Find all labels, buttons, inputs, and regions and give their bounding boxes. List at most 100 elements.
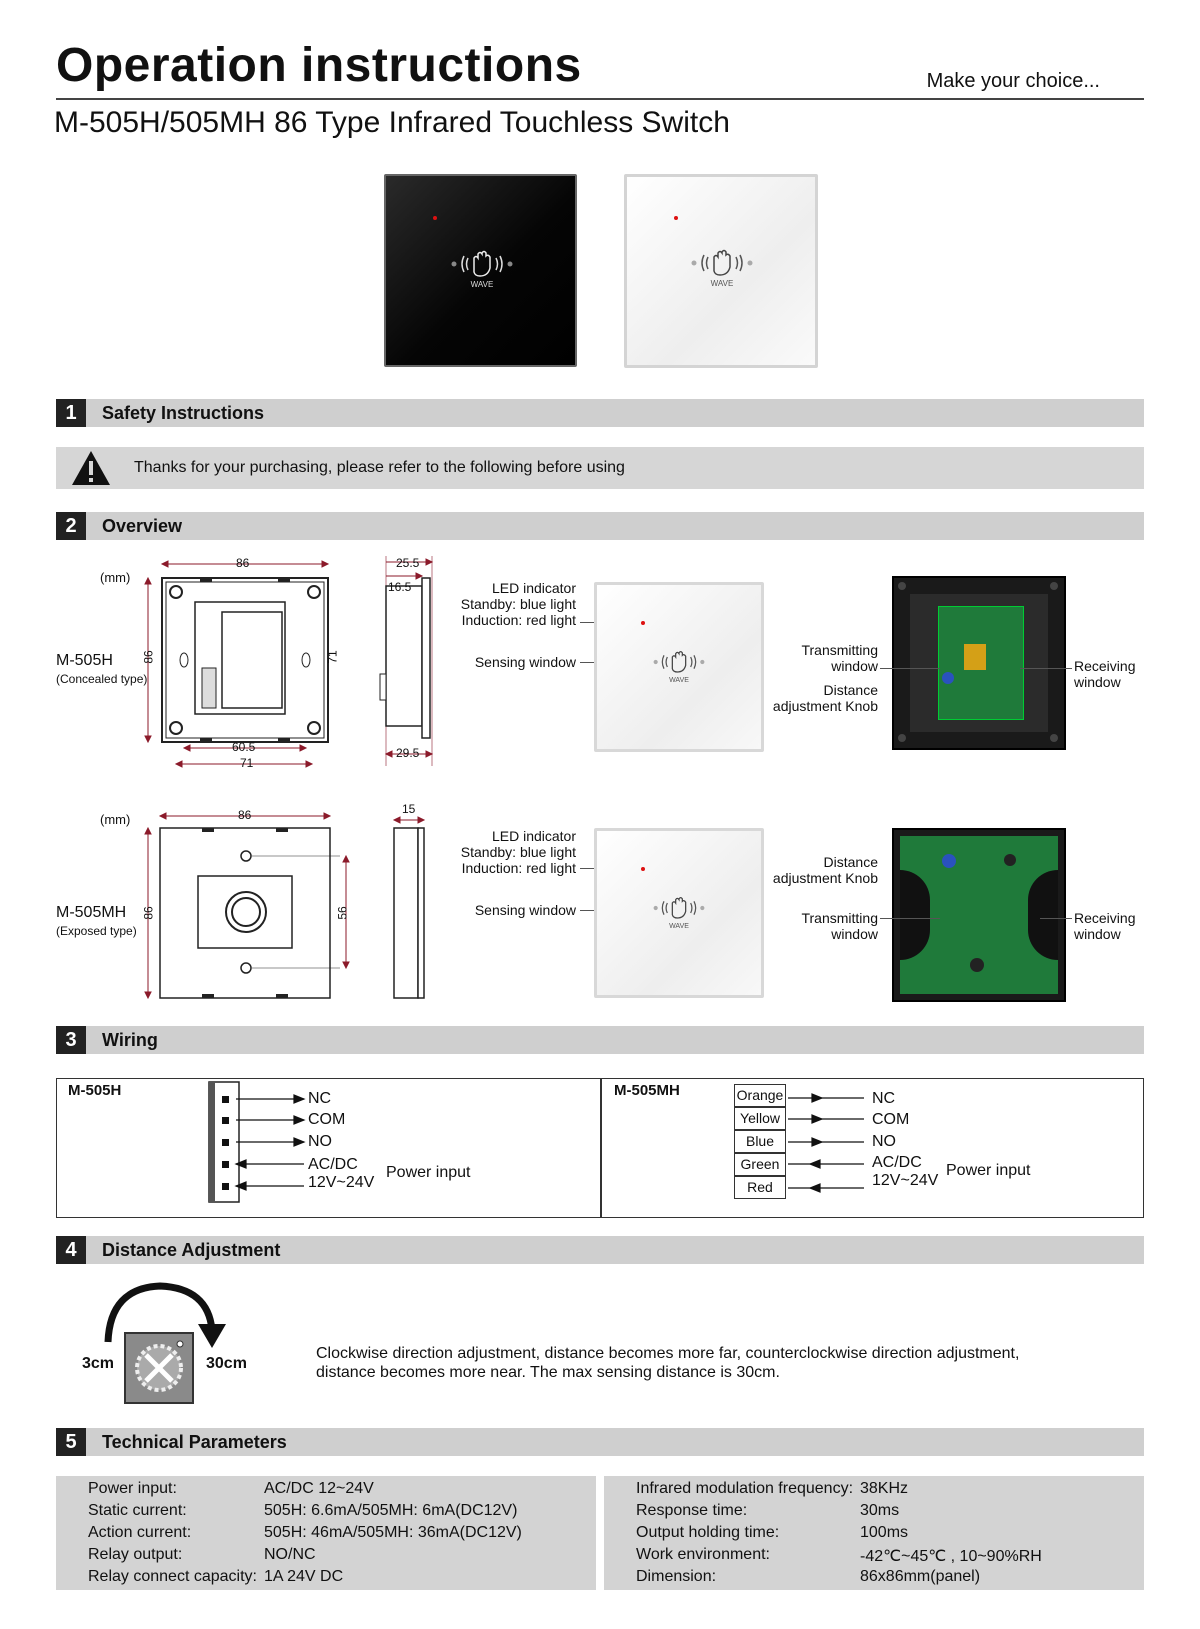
param-key: Action current: bbox=[88, 1524, 192, 1541]
hand-wave-icon bbox=[451, 250, 513, 277]
clockwise-arrow-icon bbox=[104, 1282, 226, 1348]
dim-inner-height: 71 bbox=[325, 650, 340, 664]
led-label-line: LED indicator bbox=[491, 828, 576, 844]
param-key: Dimension: bbox=[636, 1568, 717, 1585]
param-value: 38KHz bbox=[860, 1480, 909, 1497]
section-header-technical: 5 Technical Parameters bbox=[56, 1428, 1144, 1456]
page-title: Operation instructions bbox=[56, 39, 582, 92]
model-type-505h: (Concealed type) bbox=[56, 672, 148, 686]
wire-nc-label: NC bbox=[308, 1090, 332, 1107]
transmitting-line-1: Transmitting bbox=[801, 910, 878, 926]
params-table-right: Infrared modulation frequency: 38KHz Res… bbox=[604, 1476, 1144, 1590]
section-number: 2 bbox=[56, 512, 86, 540]
param-key: Static current: bbox=[88, 1502, 187, 1519]
knob-dial-icon bbox=[135, 1340, 184, 1392]
param-value: 505H: 6.6mA/505MH: 6mA(DC12V) bbox=[264, 1502, 518, 1519]
wire-green: Green bbox=[734, 1153, 786, 1176]
transmitting-line-1: Transmitting bbox=[801, 642, 878, 658]
led-induction-line: Induction: red light bbox=[461, 860, 576, 876]
distance-knob-illustration bbox=[124, 1332, 194, 1404]
model-name-505mh: M-505MH bbox=[56, 904, 127, 921]
param-key: Output holding time: bbox=[636, 1524, 780, 1541]
dim-width: 86 bbox=[238, 808, 252, 822]
param-key: Work environment: bbox=[636, 1546, 770, 1563]
param-value: 100ms bbox=[860, 1524, 909, 1541]
terminal-block-diagram bbox=[208, 1081, 306, 1203]
dim-hole-width: 60.5 bbox=[232, 740, 256, 754]
product-subtitle: M-505H/505MH 86 Type Infrared Touchless … bbox=[54, 106, 730, 139]
wire-yellow: Yellow bbox=[734, 1107, 786, 1130]
title-rule bbox=[56, 98, 1144, 100]
led-dot bbox=[641, 621, 645, 625]
wire-no-label: NO bbox=[308, 1133, 332, 1150]
relay-component bbox=[964, 644, 986, 670]
unit-label: (mm) bbox=[100, 570, 131, 585]
dim-hole-width-2: 71 bbox=[240, 756, 254, 770]
distance-text-line-1: Clockwise direction adjustment, distance… bbox=[316, 1345, 1020, 1362]
screw bbox=[1050, 734, 1058, 742]
wire-com-label: COM bbox=[308, 1111, 346, 1128]
sensing-window-label: Sensing window bbox=[474, 902, 576, 918]
m505h-pcb-image bbox=[892, 576, 1066, 750]
wire-com-label: COM bbox=[872, 1111, 910, 1128]
receiving-line-2: window bbox=[1074, 674, 1121, 690]
dim-width: 86 bbox=[236, 556, 250, 570]
param-key: Relay connect capacity: bbox=[88, 1568, 257, 1585]
distance-knob-line-1: Distance bbox=[823, 854, 878, 870]
section-header-distance: 4 Distance Adjustment bbox=[56, 1236, 1144, 1264]
wire-voltage-label: 12V~24V bbox=[872, 1172, 939, 1189]
wire-nc-label: NC bbox=[872, 1090, 896, 1107]
wire-orange: Orange bbox=[734, 1084, 786, 1107]
led-dot bbox=[433, 216, 437, 220]
section-title: Safety Instructions bbox=[102, 403, 265, 423]
param-key: Response time: bbox=[636, 1502, 748, 1519]
wave-label: WAVE bbox=[669, 677, 689, 684]
distance-knob-line-1: Distance bbox=[823, 682, 878, 698]
m505h-side-drawing bbox=[379, 556, 434, 766]
param-value: AC/DC 12~24V bbox=[264, 1480, 374, 1497]
transmitting-line-2: window bbox=[831, 926, 878, 942]
distance-knob-component bbox=[942, 672, 954, 684]
dim-depth-mid: 16.5 bbox=[388, 580, 412, 594]
wire-red: Red bbox=[734, 1176, 786, 1199]
receiving-window-label: Receiving window bbox=[1074, 910, 1135, 942]
screw bbox=[898, 582, 906, 590]
led-label-line: LED indicator bbox=[491, 580, 576, 596]
param-value: 30ms bbox=[860, 1502, 900, 1519]
leader-line bbox=[1020, 668, 1072, 669]
black-switch-image: WAVE bbox=[384, 174, 577, 367]
wiring-divider bbox=[600, 1078, 602, 1218]
m505h-front-drawing bbox=[144, 560, 330, 768]
wiring-model-505mh: M-505MH bbox=[614, 1082, 680, 1099]
section-number: 3 bbox=[56, 1026, 86, 1054]
param-key: Power input: bbox=[88, 1480, 177, 1497]
wave-label: WAVE bbox=[710, 279, 734, 288]
hand-wave-icon bbox=[691, 249, 753, 276]
param-value: NO/NC bbox=[264, 1546, 316, 1563]
dim-height: 86 bbox=[141, 650, 156, 664]
section-header-overview: 2 Overview bbox=[56, 512, 1144, 540]
receiving-line-1: Receiving bbox=[1074, 658, 1136, 674]
section-header-wiring: 3 Wiring bbox=[56, 1026, 1144, 1054]
section-header-safety: 1 Safety Instructions bbox=[56, 399, 1144, 427]
wire-acdc-label: AC/DC bbox=[872, 1154, 922, 1171]
distance-description: Clockwise direction adjustment, distance… bbox=[316, 1344, 1019, 1382]
params-table-left: Power input: AC/DC 12~24V Static current… bbox=[56, 1476, 596, 1590]
distance-knob-label: Distance adjustment Knob bbox=[773, 682, 878, 714]
distance-text-line-2: distance becomes more near. The max sens… bbox=[316, 1364, 780, 1381]
dim-depth-bottom: 29.5 bbox=[396, 746, 420, 760]
dim-inner-height: 56 bbox=[335, 906, 350, 920]
section-number: 1 bbox=[56, 399, 86, 427]
component bbox=[1004, 854, 1016, 866]
power-input-label: Power input bbox=[386, 1164, 471, 1181]
led-induction-line: Induction: red light bbox=[461, 612, 576, 628]
distance-knob-line-2: adjustment Knob bbox=[772, 698, 878, 714]
distance-knob-label: Distance adjustment Knob bbox=[773, 854, 878, 886]
sensing-window-label: Sensing window bbox=[474, 654, 576, 670]
section-number: 5 bbox=[56, 1428, 86, 1456]
section-number: 4 bbox=[56, 1236, 86, 1264]
m505mh-pcb-image bbox=[892, 828, 1066, 1002]
safety-notice: Thanks for your purchasing, please refer… bbox=[56, 447, 1144, 489]
section-title: Overview bbox=[102, 516, 183, 536]
param-key: Relay output: bbox=[88, 1546, 183, 1563]
